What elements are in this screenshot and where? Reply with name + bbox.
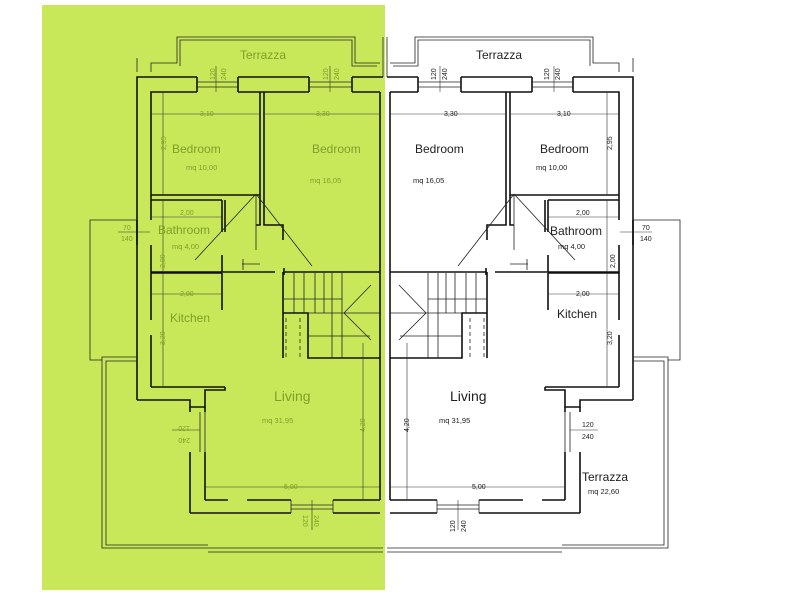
green-overlay (42, 5, 385, 590)
right-plan-labels: Terrazza Bedroom mq 16,05 3,30 Bedroom m… (404, 48, 652, 532)
dimension: 5,00 (472, 484, 486, 491)
bedroom-label: Bedroom (312, 142, 361, 156)
window-size: 70 (642, 225, 650, 232)
window-size: 120 (210, 68, 217, 80)
terrace-top-label: Terrazza (476, 48, 522, 62)
dimension: 3,30 (316, 111, 330, 118)
bedroom-label: Bedroom (172, 142, 221, 156)
living-label: Living (450, 388, 487, 404)
terrace-side-label: Terrazza (582, 470, 628, 484)
window-size: 120 (450, 520, 457, 532)
window-size: 140 (121, 236, 133, 243)
dimension: 4,20 (360, 418, 367, 432)
window-size: 120 (582, 422, 594, 429)
terrace-side-area: mq 22,60 (588, 487, 619, 496)
bedroom-area: mq 16,05 (413, 176, 444, 185)
dimension: 2,95 (607, 136, 614, 150)
window-size: 120 (544, 68, 551, 80)
window-size: 120 (301, 515, 308, 527)
dimension: 4,20 (404, 418, 411, 432)
left-plan-labels: Terrazza Bedroom mq 10,00 3,10 2,95 Bedr… (121, 48, 367, 527)
window-size: 240 (555, 68, 562, 80)
window-size: 240 (312, 515, 319, 527)
dimension: 3,30 (444, 111, 458, 118)
dimension: 2,00 (180, 291, 194, 298)
bedroom-label: Bedroom (540, 142, 589, 156)
dimension: 2,00 (160, 254, 167, 268)
window-size: 240 (178, 436, 190, 443)
dimension: 3,10 (557, 111, 571, 118)
living-label: Living (274, 388, 311, 404)
window-size: 240 (461, 520, 468, 532)
bathroom-label: Bathroom (158, 223, 210, 237)
bedroom-area: mq 16,05 (310, 176, 341, 185)
bathroom-area: mq 4,00 (558, 242, 585, 251)
dimension: 3,10 (200, 111, 214, 118)
window-size: 140 (640, 236, 652, 243)
dimension: 5,00 (284, 484, 298, 491)
dimension: 2,00 (180, 210, 194, 217)
bedroom-area: mq 10,00 (186, 163, 217, 172)
kitchen-label: Kitchen (557, 307, 597, 321)
window-size: 120 (323, 68, 330, 80)
bedroom-label: Bedroom (415, 142, 464, 156)
window-size: 240 (334, 68, 341, 80)
terrace-top-label: Terrazza (240, 48, 286, 62)
dimension: 2,00 (576, 291, 590, 298)
bedroom-area: mq 10,00 (536, 163, 567, 172)
dimension: 3,20 (160, 331, 167, 345)
kitchen-label: Kitchen (170, 311, 210, 325)
dimension: 2,95 (161, 136, 168, 150)
window-size: 240 (442, 68, 449, 80)
window-size: 70 (123, 225, 131, 232)
dimension: 2,00 (610, 254, 617, 268)
bathroom-label: Bathroom (550, 224, 602, 238)
dimension: 2,00 (576, 210, 590, 217)
bathroom-area: mq 4,00 (172, 242, 199, 251)
dimension: 3,20 (607, 331, 614, 345)
window-size: 240 (221, 68, 228, 80)
right-plan (386, 36, 681, 553)
window-size: 120 (431, 68, 438, 80)
living-area: mq 31,95 (439, 416, 470, 425)
window-size: 240 (582, 434, 594, 441)
window-size: 120 (178, 424, 190, 431)
living-area: mq 31,95 (262, 416, 293, 425)
